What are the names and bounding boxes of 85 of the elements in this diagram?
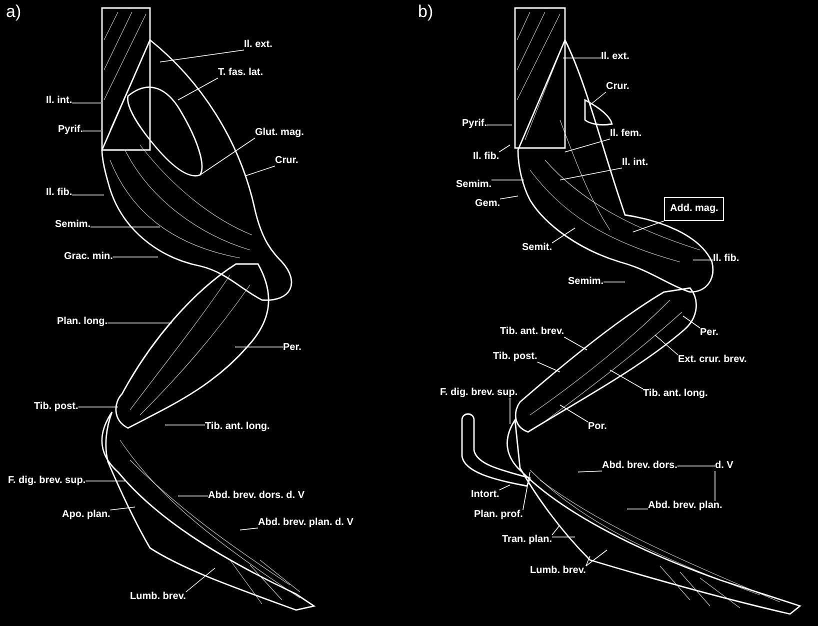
leader-line — [498, 484, 510, 490]
leader-line — [536, 362, 560, 372]
leader-line — [160, 50, 244, 62]
muscle-label: Crur. — [606, 82, 630, 92]
leader-line — [112, 256, 158, 258]
leader-line — [72, 102, 102, 104]
leader-line — [590, 92, 606, 106]
muscle-label: Tib. ant. long. — [205, 422, 270, 432]
leader-line — [72, 194, 104, 196]
muscle-label: F. dig. brev. sup. — [8, 476, 86, 486]
muscle-label: F. dig. brev. sup. — [440, 388, 518, 398]
muscle-label: Grac. min. — [64, 252, 113, 262]
muscle-label: Pyrif. — [462, 119, 488, 129]
muscle-label: Tran. plan. — [502, 535, 552, 545]
muscle-label: Gem. — [475, 199, 500, 209]
muscle-label: Intort. — [471, 490, 500, 500]
muscle-label: Plan. long. — [57, 317, 108, 327]
muscle-label: Abd. brev. plan. d. V — [258, 518, 354, 528]
muscle-label: Il. int. — [622, 158, 648, 168]
muscle-label: Abd. brev. plan. — [648, 501, 722, 511]
muscle-label: Apo. plan. — [62, 510, 110, 520]
leader-line — [552, 524, 560, 536]
muscle-label: Il. int. — [46, 96, 72, 106]
muscle-label: Semim. — [568, 277, 604, 287]
muscle-label: Il. ext. — [244, 40, 272, 50]
leader-line — [85, 480, 126, 482]
muscle-label: Por. — [588, 422, 607, 432]
leader-line — [82, 130, 102, 132]
boxed-muscle-label: Add. mag. — [664, 197, 724, 221]
leader-line — [632, 220, 664, 232]
leader-line — [500, 196, 518, 200]
leader-line — [552, 228, 576, 244]
muscle-label: Semim. — [55, 220, 91, 230]
leader-line — [186, 568, 216, 592]
muscle-label: Tib. post. — [34, 402, 78, 412]
leader-line — [682, 316, 700, 328]
muscle-label: Tib. ant. long. — [643, 389, 708, 399]
leader-line — [90, 226, 160, 228]
leader-line — [564, 336, 588, 350]
leader-line — [164, 424, 206, 426]
muscle-label: Tib. ant. brev. — [500, 327, 564, 337]
muscle-label: Il. fib. — [46, 188, 72, 198]
muscle-label: Semit. — [522, 243, 552, 253]
leader-line — [586, 550, 608, 566]
panel-label: a) — [6, 3, 22, 20]
leader-line — [552, 536, 576, 538]
muscle-label: Ext. crur. brev. — [678, 355, 747, 365]
muscle-label: Pyrif. — [58, 125, 84, 135]
leader-line — [107, 322, 172, 324]
muscle-label: Plan. prof. — [474, 510, 523, 520]
muscle-label: Semim. — [456, 180, 492, 190]
leader-line — [240, 528, 258, 530]
muscle-label: Per. — [283, 343, 302, 353]
muscle-label: Il. fib. — [473, 152, 500, 162]
leader-line — [200, 138, 256, 176]
muscle-label: Per. — [700, 328, 718, 338]
leader-line — [564, 138, 610, 152]
muscle-label: Lumb. brev. — [530, 566, 586, 576]
leader-line — [610, 370, 644, 390]
leader-line — [522, 472, 530, 510]
leader-line — [178, 78, 218, 100]
muscle-label: Crur. — [275, 156, 298, 166]
leader-line — [578, 470, 602, 472]
leader-line — [560, 404, 588, 422]
muscle-label: Abd. brev. dors. — [602, 461, 678, 471]
panel-label: b) — [418, 3, 434, 20]
muscle-label: T. fas. lat. — [218, 68, 264, 78]
leader-line — [78, 406, 118, 408]
leader-line — [586, 556, 590, 566]
muscle-label: Abd. brev. dors. d. V — [208, 491, 304, 501]
muscle-label: Il. ext. — [601, 52, 630, 62]
muscle-label: Tib. post. — [493, 352, 538, 362]
leader-line — [110, 506, 136, 510]
leader-line — [234, 346, 284, 348]
muscle-label: Il. fem. — [610, 129, 642, 139]
leader-line — [626, 508, 648, 510]
leader-line — [498, 144, 510, 152]
muscle-label: d. V — [715, 461, 734, 471]
muscle-label: Lumb. brev. — [130, 592, 186, 602]
muscle-label: Glut. mag. — [255, 128, 304, 138]
leader-line — [654, 334, 678, 356]
muscle-label: Il. fib. — [713, 254, 740, 264]
leader-line — [714, 470, 716, 502]
leader-line — [486, 124, 512, 126]
leader-line — [244, 166, 276, 176]
